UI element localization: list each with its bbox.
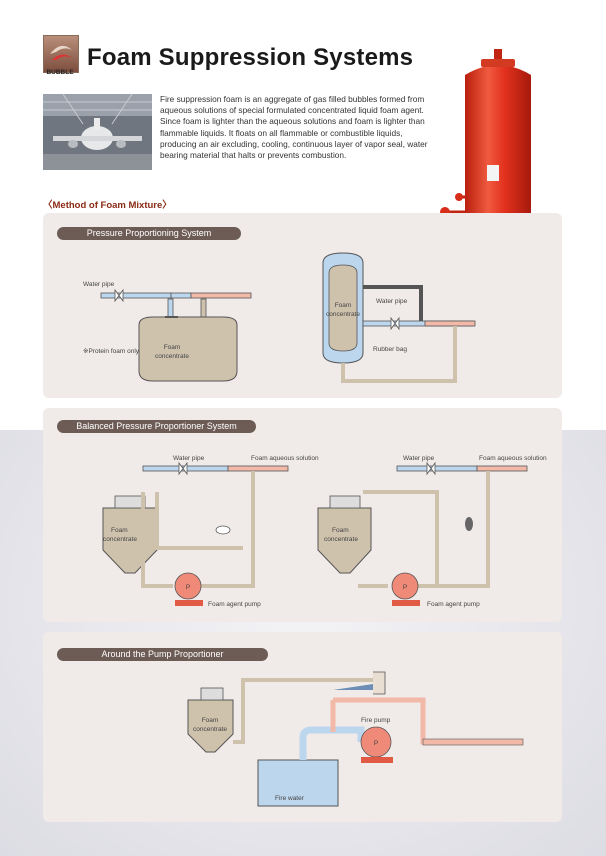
foam-concentrate-label-2: concentrate	[103, 536, 137, 543]
section-title: Pressure Proportioning System	[57, 227, 241, 240]
foam-concentrate-label-2: concentrate	[193, 726, 227, 733]
water-pipe-label: Water pipe	[83, 281, 115, 288]
pump-label-2: Foam agent pump	[427, 601, 480, 608]
section-title: Around the Pump Proportioner	[57, 648, 268, 661]
bag-foam-concentrate-label: Foam	[335, 302, 352, 309]
around-pump-panel: Around the Pump Proportioner P Foam conc…	[43, 632, 562, 822]
around-pump-diagram: P Foam concentrate Fire pump Fire water	[187, 671, 524, 807]
pump-label: Foam agent pump	[208, 601, 261, 608]
water-pipe-label: Water pipe	[173, 455, 205, 462]
pressure-diagram: Water pipe ※Protein foam only Foam conce…	[83, 252, 476, 383]
pump-letter: P	[186, 584, 190, 591]
fire-water-label: Fire water	[275, 795, 305, 802]
brand-logo-text: BUBBLE	[46, 69, 74, 76]
pump-letter: P	[374, 740, 378, 747]
page-title: Foam Suppression Systems	[87, 44, 414, 71]
hangar-photo	[43, 93, 152, 170]
balanced-diagram: P Water pipe Foam aqueous solution Foam …	[102, 455, 547, 608]
brand-logo	[43, 35, 79, 73]
fire-pump-label: Fire pump	[361, 717, 391, 724]
bag-water-pipe-label: Water pipe	[376, 298, 408, 305]
foam-concentrate-label: Foam	[164, 344, 181, 351]
pressure-proportioning-panel: Pressure Proportioning System Water pipe…	[43, 213, 562, 398]
foam-concentrate-label-4: concentrate	[324, 536, 358, 543]
balanced-pressure-panel: Balanced Pressure Proportioner System P …	[43, 408, 562, 622]
intro-paragraph: Fire suppression foam is an aggregate of…	[160, 94, 428, 161]
foam-concentrate-label: Foam	[202, 717, 219, 724]
method-heading: 〈Method of Foam Mixture〉	[43, 200, 172, 211]
pump-letter-2: P	[403, 584, 407, 591]
aqueous-label: Foam aqueous solution	[251, 455, 319, 462]
rubber-bag-label: Rubber bag	[373, 346, 407, 353]
foam-concentrate-label-3: Foam	[332, 527, 349, 534]
bag-foam-concentrate-label-2: concentrate	[326, 311, 360, 318]
foam-concentrate-label: Foam	[111, 527, 128, 534]
section-title: Balanced Pressure Proportioner System	[57, 420, 256, 433]
water-pipe-label-2: Water pipe	[403, 455, 435, 462]
foam-concentrate-label-2: concentrate	[155, 353, 189, 360]
protein-note: ※Protein foam only	[83, 348, 140, 355]
aqueous-label-2: Foam aqueous solution	[479, 455, 547, 462]
